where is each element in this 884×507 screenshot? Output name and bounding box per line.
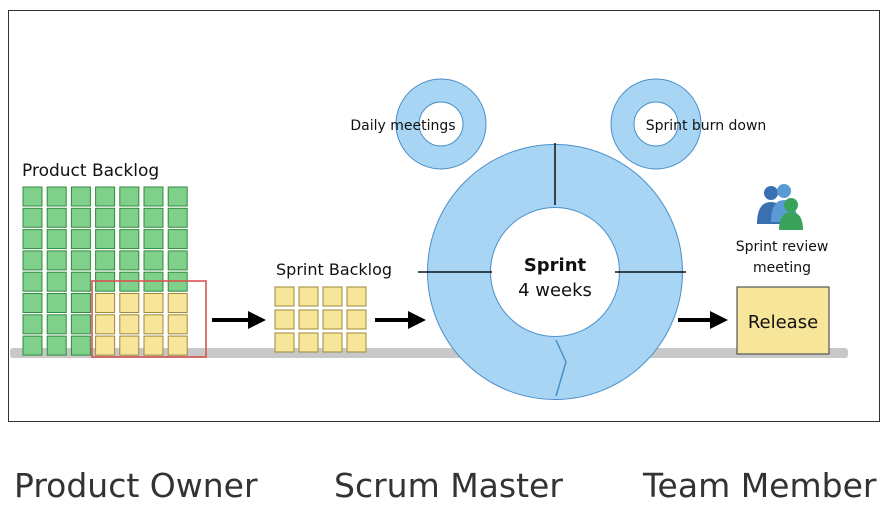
product-backlog-item xyxy=(143,250,164,271)
sprint-backlog-item xyxy=(298,286,319,307)
product-backlog-item xyxy=(167,186,188,207)
product-backlog-item xyxy=(22,271,43,292)
product-backlog-item xyxy=(70,293,91,313)
arrow-to-sprint-backlog xyxy=(212,311,266,329)
sprint-backlog-item xyxy=(298,332,319,353)
product-backlog-item xyxy=(143,229,164,250)
product-backlog-item xyxy=(46,293,67,313)
product-backlog-item xyxy=(22,229,43,250)
product-backlog-item xyxy=(70,207,91,228)
selected-backlog-item xyxy=(95,335,116,356)
product-backlog-item xyxy=(70,229,91,250)
sprint-review-label-line2: meeting xyxy=(753,260,811,276)
selected-backlog-item xyxy=(95,293,116,313)
sprint-title: Sprint xyxy=(524,255,587,276)
product-backlog-item xyxy=(22,293,43,313)
product-backlog-item xyxy=(46,314,67,335)
selected-backlog-item xyxy=(143,335,164,356)
product-backlog-item xyxy=(46,229,67,250)
product-backlog-item xyxy=(22,314,43,335)
product-backlog-item xyxy=(119,207,140,228)
product-backlog-item xyxy=(143,186,164,207)
selected-backlog-item xyxy=(95,314,116,335)
product-backlog-item xyxy=(22,250,43,271)
sprint-backlog-label: Sprint Backlog xyxy=(276,260,392,279)
sprint-backlog-item xyxy=(346,309,367,330)
product-backlog-item xyxy=(70,335,91,356)
product-backlog-item xyxy=(22,207,43,228)
product-backlog-item xyxy=(46,207,67,228)
selected-backlog-item xyxy=(167,314,188,335)
sprint-backlog-item xyxy=(274,332,295,353)
product-backlog-item xyxy=(167,250,188,271)
sprint-burn-down-label: Sprint burn down xyxy=(646,118,767,134)
arrow-to-sprint xyxy=(375,311,426,329)
product-backlog-item xyxy=(167,207,188,228)
product-backlog-item xyxy=(70,271,91,292)
sprint-review-label-line1: Sprint review xyxy=(736,239,829,255)
product-backlog-item xyxy=(143,207,164,228)
product-backlog-item xyxy=(119,229,140,250)
sprint-cycle xyxy=(418,143,686,400)
selected-backlog-item xyxy=(119,293,140,313)
product-backlog-item xyxy=(119,186,140,207)
product-backlog-grid xyxy=(22,186,188,356)
daily-meetings-label: Daily meetings xyxy=(350,118,455,134)
selected-backlog-item xyxy=(119,314,140,335)
product-backlog-item xyxy=(95,229,116,250)
selected-backlog-items-outline xyxy=(91,280,207,358)
role-product-owner: Product Owner xyxy=(14,466,258,505)
sprint-backlog-item xyxy=(274,309,295,330)
product-backlog-item xyxy=(70,186,91,207)
sprint-backlog-item xyxy=(274,286,295,307)
product-backlog-item xyxy=(167,229,188,250)
sprint-backlog-grid xyxy=(274,286,367,353)
product-backlog-item xyxy=(70,314,91,335)
sprint-backlog-item xyxy=(322,309,343,330)
release-box xyxy=(736,286,830,355)
product-backlog-item xyxy=(95,250,116,271)
product-backlog-item xyxy=(46,271,67,292)
selected-backlog-item xyxy=(167,335,188,356)
role-scrum-master: Scrum Master xyxy=(334,466,563,505)
selected-backlog-item xyxy=(167,293,188,313)
release-label: Release xyxy=(748,312,818,333)
product-backlog-item xyxy=(70,250,91,271)
product-backlog-item xyxy=(22,335,43,356)
sprint-backlog-item xyxy=(322,286,343,307)
product-backlog-item xyxy=(119,250,140,271)
sprint-backlog-item xyxy=(346,286,367,307)
product-backlog-item xyxy=(46,186,67,207)
sprint-backlog-item xyxy=(298,309,319,330)
sprint-duration: 4 weeks xyxy=(518,280,592,301)
product-backlog-item xyxy=(46,250,67,271)
team-people-icon xyxy=(757,184,803,230)
arrow-to-release xyxy=(678,311,728,329)
sprint-backlog-item xyxy=(346,332,367,353)
sprint-backlog-item xyxy=(322,332,343,353)
product-backlog-item xyxy=(95,207,116,228)
role-team-member: Team Member xyxy=(643,466,877,505)
sprint-burn-down-cycle xyxy=(610,78,702,170)
daily-meetings-cycle xyxy=(395,78,487,170)
product-backlog-item xyxy=(95,186,116,207)
selected-backlog-item xyxy=(143,293,164,313)
product-backlog-item xyxy=(22,186,43,207)
product-backlog-item xyxy=(46,335,67,356)
selected-backlog-item xyxy=(143,314,164,335)
selected-backlog-item xyxy=(119,335,140,356)
product-backlog-label: Product Backlog xyxy=(22,161,159,181)
